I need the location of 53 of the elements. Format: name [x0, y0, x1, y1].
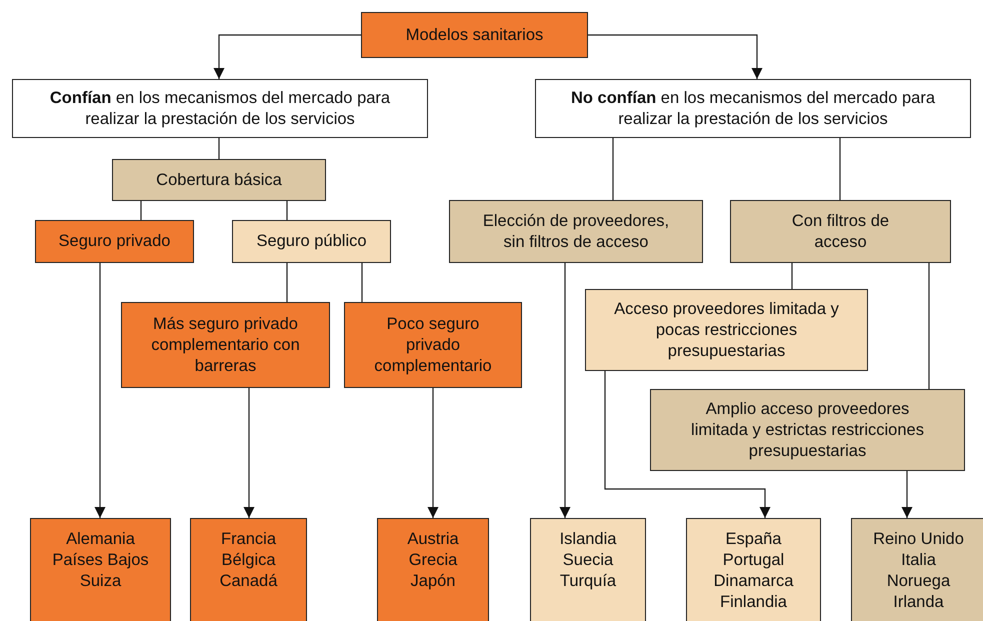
category-box — [730, 200, 951, 263]
node-label: Austria Grecia Japón — [406, 529, 460, 592]
country-list-box — [851, 518, 983, 621]
node-label: Con filtros de acceso — [790, 210, 890, 252]
node-label: Alemania Países Bajos Suiza — [51, 529, 150, 592]
node-label: Islandia Suecia Turquía — [558, 529, 618, 592]
country-list-box — [190, 518, 307, 621]
country-list-box — [30, 518, 171, 621]
connector-line — [612, 138, 614, 200]
arrow — [902, 471, 912, 518]
node-label: Confían en los mecanismos del mercado para realizar la prestación de los servicios — [48, 88, 392, 130]
category-box — [232, 220, 391, 263]
category-box — [449, 200, 703, 263]
node-label: Seguro privado — [58, 231, 172, 252]
arrow — [94, 263, 106, 518]
connector-line — [286, 201, 288, 220]
node-label: Cobertura básica — [155, 170, 283, 190]
node-label: Seguro público — [255, 231, 368, 252]
connector-line — [839, 138, 841, 200]
node-label: España Portugal Dinamarca Finlandia — [712, 529, 794, 613]
node-label: Reino Unido Italia Noruega Irlanda — [872, 529, 965, 613]
arrow — [428, 388, 438, 518]
node-label: No confían en los mecanismos del mercado para realizar la prestación de los servicios — [570, 88, 936, 130]
category-box — [12, 79, 428, 138]
arrow — [560, 263, 570, 518]
category-box — [344, 302, 522, 388]
node-label: Elección de proveedores, sin filtros de acceso — [482, 210, 670, 252]
arrow — [244, 388, 254, 518]
arrow — [214, 34, 361, 79]
category-box — [121, 302, 330, 388]
node-label: Francia Bélgica Canadá — [218, 529, 278, 592]
connector-line — [928, 263, 930, 389]
node-label: Poco seguro privado complementario — [373, 314, 493, 376]
country-list-box — [686, 518, 821, 621]
connector-line — [791, 263, 793, 289]
category-box — [535, 79, 971, 138]
category-box — [35, 220, 194, 263]
arrow — [604, 371, 770, 518]
connector-line — [218, 138, 220, 159]
country-list-box — [377, 518, 489, 621]
arrow — [588, 34, 762, 79]
node-label: Acceso proveedores limitada y pocas restricciones presupuestarias — [613, 298, 840, 362]
node-label: Amplio acceso proveedores limitada y estrictas restricciones presupuestarias — [690, 398, 925, 462]
category-box — [585, 289, 868, 371]
category-box — [361, 12, 588, 58]
connector-line — [286, 263, 288, 302]
connector-line — [361, 263, 363, 302]
country-list-box — [530, 518, 646, 621]
node-label: Más seguro privado complementario con barreras — [150, 314, 301, 376]
node-label: Modelos sanitarios — [404, 24, 544, 46]
category-box — [650, 389, 965, 471]
category-box — [112, 159, 326, 201]
connector-line — [140, 201, 142, 220]
